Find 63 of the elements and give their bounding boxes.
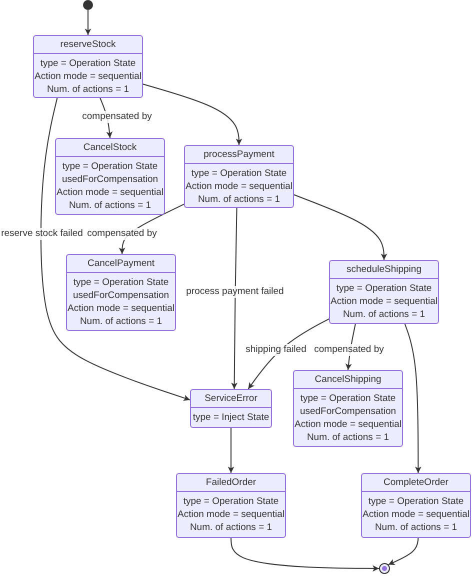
state-box (361, 473, 471, 538)
arrow (40, 98, 190, 401)
arrow (142, 84, 242, 146)
state-detail: Num. of actions = 1 (68, 199, 152, 212)
state-detail: type = Operation State (39, 57, 137, 70)
arrow (231, 208, 238, 390)
state-detail: Num. of actions = 1 (342, 308, 426, 321)
edge-label: compensated by (85, 228, 159, 240)
arrow (404, 324, 422, 474)
state-detail: Num. of actions = 1 (46, 83, 130, 96)
state-box (33, 35, 143, 98)
state-detail: Action mode = sequential (330, 295, 438, 308)
state-title: scheduleShipping (346, 264, 422, 275)
state-detail: Action mode = sequential (185, 180, 293, 193)
state-detail: type = Operation State (299, 392, 397, 405)
edge-label: process payment failed (184, 286, 286, 298)
state-title: processPayment (204, 149, 274, 160)
edge-label: compensated by (80, 111, 154, 123)
state-detail: Action mode = sequential (34, 70, 142, 83)
state-detail: Num. of actions = 1 (306, 431, 390, 444)
state-detail: Action mode = sequential (294, 418, 402, 431)
arrow (228, 428, 234, 474)
state-detail: type = Operation State (72, 276, 170, 289)
state-detail: usedForCompensation (298, 405, 398, 418)
edge-label: compensated by (312, 344, 386, 356)
state-detail: type = Operation State (190, 167, 288, 180)
state-detail: Num. of actions = 1 (188, 521, 274, 534)
state-box (184, 145, 294, 208)
state-title: FailedOrder (206, 477, 256, 488)
state-title: reserveStock (60, 39, 116, 50)
state-title: ServiceError (204, 393, 258, 404)
state-box (190, 389, 272, 428)
state-box (176, 473, 286, 538)
state-detail: Action mode = sequential (56, 186, 164, 199)
state-detail: Num. of actions = 1 (196, 193, 282, 206)
state-detail: Action mode = sequential (362, 508, 470, 521)
state-title: CancelStock (83, 142, 137, 153)
state-detail: Action mode = sequential (67, 302, 175, 315)
arrow (388, 538, 419, 566)
state-title: CancelPayment (87, 258, 155, 269)
state-box (329, 260, 439, 324)
state-detail: type = Inject State (192, 411, 270, 424)
arrow (84, 10, 92, 36)
state-title: CompleteOrder (384, 477, 448, 488)
state-box (55, 138, 165, 215)
start-dot (83, 0, 93, 10)
state-box (293, 370, 403, 447)
edge-label: reserve stock failed (0, 228, 85, 240)
end-state-marker (379, 563, 390, 574)
state-box (66, 254, 176, 331)
state-detail: Num. of actions = 1 (374, 521, 458, 534)
arrow (294, 194, 388, 260)
state-detail: usedForCompensation (60, 173, 160, 186)
state-detail: Action mode = sequential (177, 508, 285, 521)
edge-label: shipping failed (244, 344, 308, 356)
state-detail: type = Operation State (367, 495, 465, 508)
state-title: CancelShipping (314, 374, 382, 385)
state-detail: type = Operation State (182, 495, 280, 508)
state-detail: type = Operation State (61, 160, 159, 173)
state-detail: usedForCompensation (72, 289, 170, 302)
state-detail: type = Operation State (335, 282, 433, 295)
state-detail: Num. of actions = 1 (78, 315, 164, 328)
arrow (230, 538, 380, 572)
